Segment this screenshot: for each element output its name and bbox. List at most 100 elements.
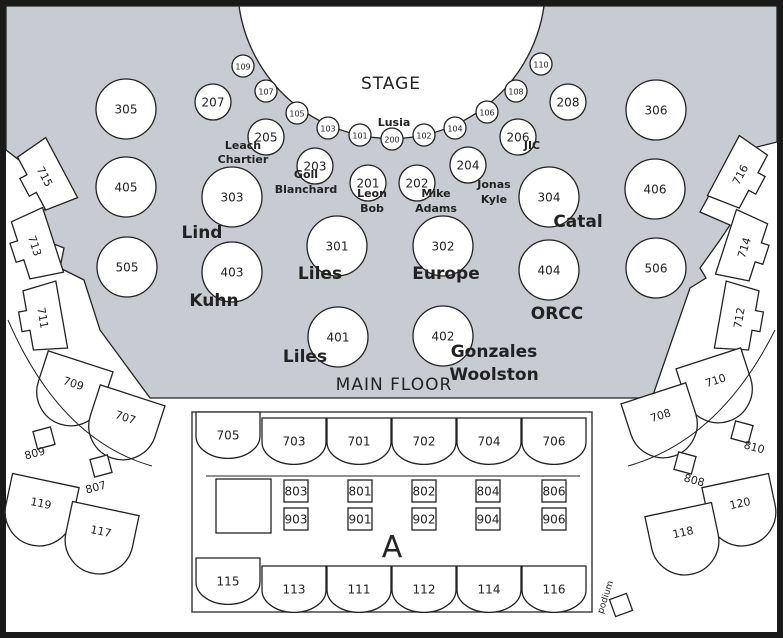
booth-714[interactable]: 714 — [714, 208, 776, 287]
table-304[interactable] — [518, 166, 580, 228]
booth-706[interactable]: 706 — [521, 417, 587, 466]
box-904[interactable] — [475, 507, 501, 531]
main-floor-label: MAIN FLOOR — [336, 375, 453, 395]
reserved-name: Kuhn — [189, 291, 238, 311]
table-number: 404 — [538, 264, 561, 278]
box-806[interactable] — [541, 479, 567, 503]
table-208[interactable] — [549, 83, 587, 121]
table-106[interactable] — [475, 100, 499, 124]
booth-702[interactable]: 702 — [391, 417, 457, 466]
table-306[interactable] — [625, 79, 687, 141]
reserved-name: Blanchard — [275, 183, 337, 196]
table-204[interactable] — [449, 146, 487, 184]
booth-712[interactable]: 712 — [713, 280, 767, 355]
box-902[interactable] — [411, 507, 437, 531]
box-802[interactable] — [411, 479, 437, 503]
table-110[interactable] — [529, 52, 553, 76]
reserved-name: Liles — [298, 264, 342, 284]
booth-number: 704 — [478, 435, 501, 449]
table-809[interactable] — [32, 426, 56, 450]
booth-number: 714 — [735, 236, 754, 260]
booth-705[interactable]: 705 — [195, 411, 261, 460]
booth-111[interactable]: 111 — [326, 565, 392, 614]
table-401[interactable] — [307, 306, 369, 368]
table-number: 201 — [357, 177, 380, 191]
booth-713[interactable]: 713 — [3, 206, 65, 285]
booth-114[interactable]: 114 — [456, 565, 522, 614]
reserved-name: Gonzales — [451, 342, 538, 362]
table-105[interactable] — [285, 101, 309, 125]
podium[interactable] — [608, 592, 634, 618]
table-206[interactable] — [499, 118, 537, 156]
table-404[interactable] — [518, 239, 580, 301]
reserved-name: Mike — [421, 187, 450, 200]
booth-711[interactable]: 711 — [14, 280, 69, 355]
booth-115[interactable]: 115 — [195, 557, 261, 606]
table-number: 109 — [235, 63, 250, 72]
booth-704[interactable]: 704 — [456, 417, 522, 466]
box-906[interactable] — [541, 507, 567, 531]
table-number: 107 — [258, 88, 273, 97]
table-104[interactable] — [443, 116, 467, 140]
table-810[interactable] — [730, 420, 754, 444]
table-number: 105 — [289, 110, 304, 119]
table-305[interactable] — [95, 78, 157, 140]
table-402[interactable] — [412, 305, 474, 367]
table-107[interactable] — [254, 79, 278, 103]
booth-112[interactable]: 112 — [391, 565, 457, 614]
booth-707[interactable]: 707 — [80, 384, 166, 469]
booth-116[interactable]: 116 — [521, 565, 587, 614]
booth-number: 117 — [89, 523, 112, 540]
control-booth[interactable] — [215, 478, 272, 534]
booth-703[interactable]: 703 — [261, 417, 327, 466]
booth-715[interactable]: 715 — [9, 136, 79, 218]
booth-119[interactable]: 119 — [0, 472, 80, 553]
booth-113[interactable]: 113 — [261, 565, 327, 614]
box-901[interactable] — [347, 507, 373, 531]
table-302[interactable] — [412, 215, 474, 277]
table-301[interactable] — [306, 215, 368, 277]
table-101[interactable] — [348, 123, 372, 147]
right-aisle-line — [627, 329, 776, 467]
booth-number: 703 — [283, 435, 306, 449]
table-number: 106 — [479, 109, 494, 118]
table-number: 303 — [221, 191, 244, 205]
box-803[interactable] — [283, 479, 309, 503]
booth-number: 707 — [113, 408, 137, 427]
booth-708[interactable]: 708 — [620, 382, 706, 467]
booth-716[interactable]: 716 — [706, 134, 776, 216]
table-200[interactable] — [380, 127, 404, 151]
table-205[interactable] — [247, 118, 285, 156]
table-403[interactable] — [201, 241, 263, 303]
box-804[interactable] — [475, 479, 501, 503]
table-207[interactable] — [194, 83, 232, 121]
table-203[interactable] — [296, 147, 334, 185]
table-405[interactable] — [95, 156, 157, 218]
booth-number: 118 — [671, 524, 694, 541]
table-505[interactable] — [96, 236, 158, 298]
booth-118[interactable]: 118 — [644, 501, 725, 582]
booth-701[interactable]: 701 — [326, 417, 392, 466]
box-number: 903 — [285, 513, 308, 527]
table-303[interactable] — [201, 166, 263, 228]
table-number: 406 — [644, 183, 667, 197]
table-number: 206 — [507, 131, 530, 145]
booth-number: 711 — [34, 306, 50, 329]
booth-120[interactable]: 120 — [701, 472, 782, 553]
table-102[interactable] — [412, 123, 436, 147]
box-903[interactable] — [283, 507, 309, 531]
table-808[interactable] — [673, 451, 697, 475]
table-number: 204 — [457, 159, 480, 173]
booth-number: 705 — [217, 429, 240, 443]
table-108[interactable] — [504, 79, 528, 103]
table-807[interactable] — [89, 454, 113, 478]
booth-117[interactable]: 117 — [59, 500, 140, 581]
table-201[interactable] — [349, 164, 387, 202]
table-103[interactable] — [316, 116, 340, 140]
table-406[interactable] — [624, 158, 686, 220]
box-801[interactable] — [347, 479, 373, 503]
table-number: 103 — [320, 125, 335, 134]
table-109[interactable] — [231, 54, 255, 78]
table-202[interactable] — [398, 164, 436, 202]
table-506[interactable] — [625, 237, 687, 299]
